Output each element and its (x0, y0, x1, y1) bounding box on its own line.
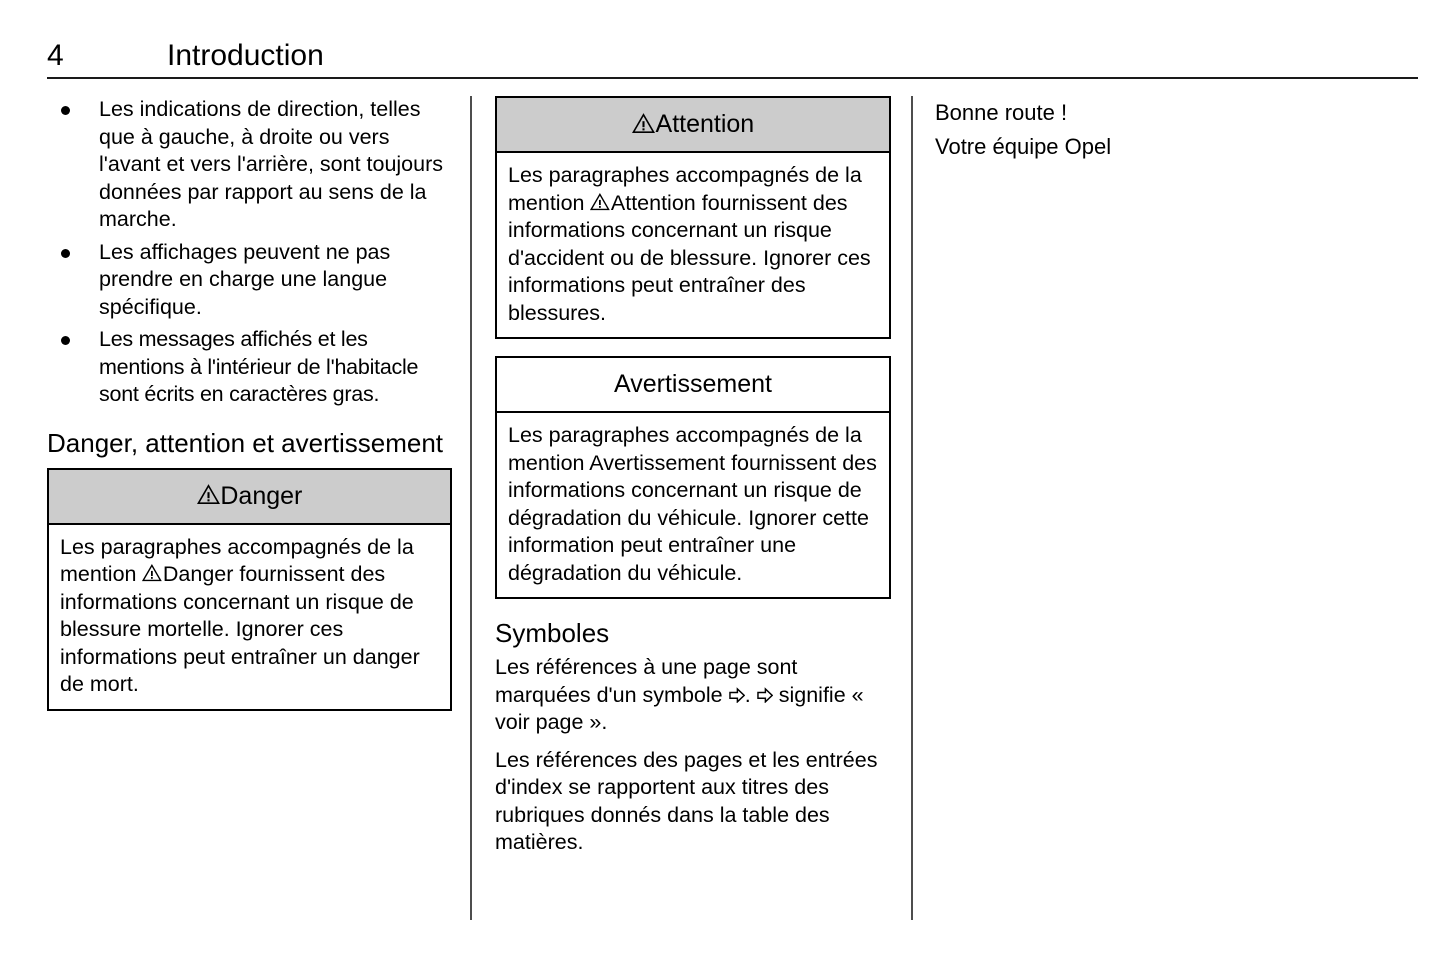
warning-triangle-icon (631, 112, 655, 135)
danger-body-text-part-1: Les paragraphes accompagnés de la mentio… (60, 534, 414, 587)
attention-notice-title: Attention (655, 110, 755, 138)
danger-notice-header: Danger (49, 469, 450, 525)
danger-notice-box: Danger Les paragraphes accompagnés de la… (47, 467, 452, 711)
danger-body-text-part-2: Danger fournissent des informations conc… (60, 562, 420, 696)
warning-triangle-icon-inline (142, 563, 163, 583)
list-item: Les affichages peuvent ne pas prendre en… (47, 239, 452, 322)
left-column: Les indications de direction, telles que… (47, 96, 452, 728)
danger-notice-body: Les paragraphes accompagnés de la mentio… (49, 525, 450, 709)
column-divider-left (470, 96, 472, 920)
column-divider-right (911, 96, 913, 920)
intro-bullet-list: Les indications de direction, telles que… (47, 96, 452, 409)
right-column: Bonne route ! Votre équipe Opel (935, 96, 1405, 164)
attention-notice-box: Attention Les paragraphes accompagnés de… (495, 96, 891, 339)
attention-body-text-part-1: Les paragraphes accompagnés de la mentio… (508, 163, 862, 215)
symboles-paragraph-1: Les références à une page sont marquées … (495, 654, 891, 737)
attention-body-text-part-2: Attention fournissent des informations c… (508, 190, 871, 325)
avertissement-notice-body: Les paragraphes accompagnés de la mentio… (508, 423, 877, 585)
hollow-right-arrow-icon (728, 686, 745, 704)
symboles-text-part-3: signifie « voir page ». (495, 682, 864, 735)
page-number: 4 (47, 39, 64, 72)
danger-notice-title: Danger (220, 481, 303, 510)
symboles-text-part-2: . (744, 682, 757, 707)
symboles-text-part-1: Les références à une page sont marquées … (495, 655, 798, 707)
avertissement-notice-title: Avertissement (614, 370, 772, 398)
avertissement-notice-box: Avertissement Les paragraphes accompagné… (495, 356, 891, 599)
list-item: Les messages affichés et les mentions à … (47, 326, 452, 409)
page-header: 4 Introduction (47, 36, 1418, 80)
closing-greeting-line: Bonne route ! (935, 100, 1068, 125)
header-divider-rule (47, 77, 1418, 79)
page-title: Introduction (167, 39, 324, 72)
symboles-paragraph-2: Les références des pages et les entrées … (495, 747, 878, 855)
avertissement-notice-header: Avertissement (497, 358, 889, 413)
closing-signature-line: Votre équipe Opel (935, 134, 1112, 159)
attention-notice-header: Attention (497, 98, 889, 153)
section-heading-symboles: Symboles (495, 618, 610, 648)
warning-triangle-icon (196, 483, 220, 506)
section-heading-danger-attention-avertissement: Danger, attention et avertissement (47, 427, 444, 458)
middle-column: Attention Les paragraphes accompagnés de… (495, 96, 891, 857)
hollow-right-arrow-icon (756, 686, 773, 704)
attention-notice-body: Les paragraphes accompagnés de la mentio… (497, 153, 889, 337)
warning-triangle-icon-inline (590, 192, 611, 212)
list-item: Les indications de direction, telles que… (47, 96, 452, 234)
